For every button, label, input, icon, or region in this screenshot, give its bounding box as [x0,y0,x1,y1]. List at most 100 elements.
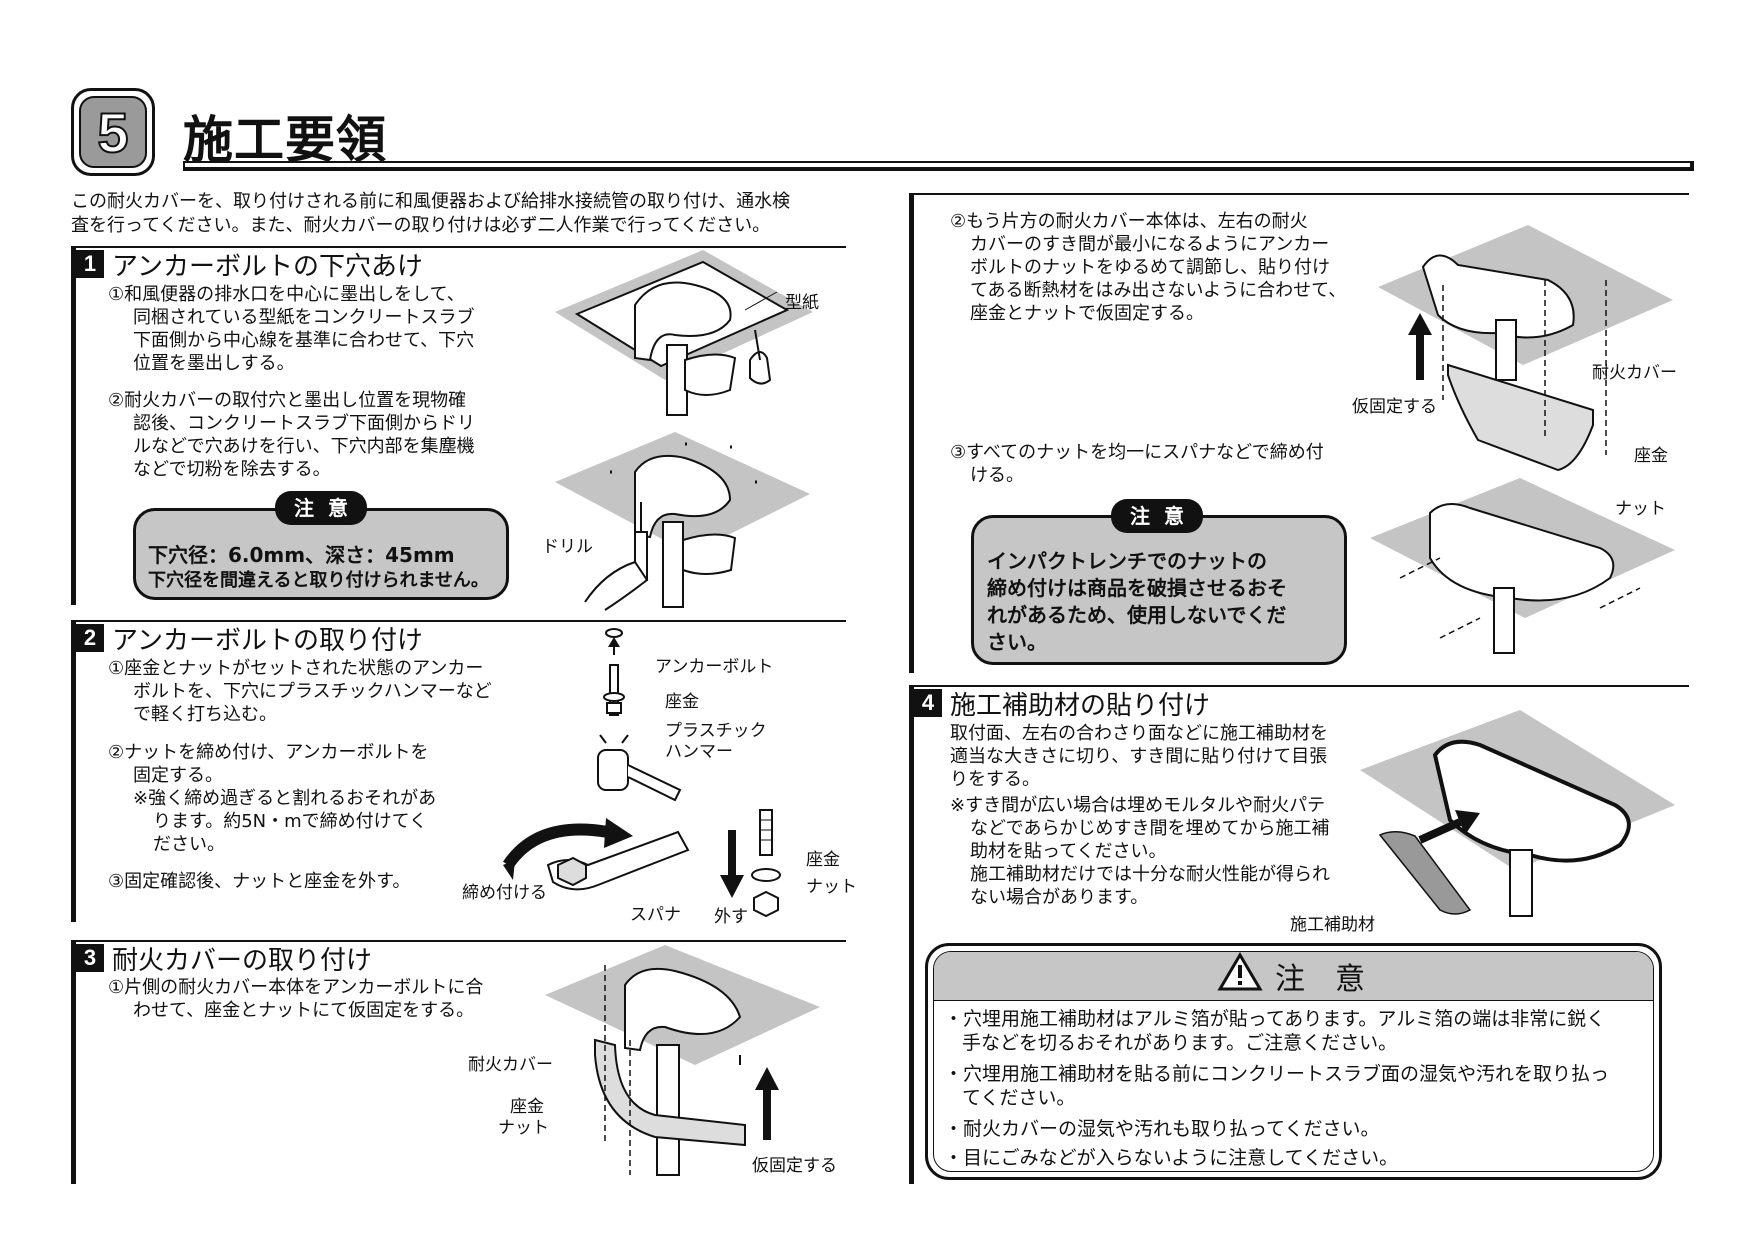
section-4-rule [909,685,1689,687]
section-4-number: 4 [914,689,942,717]
warn-3: ・耐火カバーの湿気や汚れも取り払ってください。 [944,1118,1380,1140]
label-drill: ドリル [542,537,593,557]
label-tighten: 締め付ける [462,883,547,903]
label-cover: 耐火カバー [468,1055,553,1075]
s1-step1-l2: 同梱されている型紙をコンクリートスラブ [133,307,475,328]
label-washer-3: 座金 [510,1097,544,1117]
right-top-rule [909,193,1689,195]
section-3-title: 耐火カバーの取り付け [112,945,373,976]
s1-step2-l1: ②耐火カバーの取付穴と墨出し位置を現物確 [108,390,467,411]
s2-step1-l2: ボルトを、下穴にプラスチックハンマーなど [133,681,492,702]
s3-caution-badge: 注意 [1111,499,1203,533]
s3-caution-line-3: れがあるため、使用しないでくだ [987,603,1287,627]
s4-aux-material-illustration [1360,710,1675,917]
section-4-sidebar [909,687,914,1184]
step-number: 5 [96,100,129,165]
section-1-title: アンカーボルトの下穴あけ [112,251,423,282]
s3-step1-l2: わせて、座金とナットにて仮固定をする。 [133,1000,475,1021]
label-cover-2: 耐火カバー [1592,363,1677,383]
title-rule [183,161,1694,171]
warning-title: 注 意 [1275,962,1365,997]
section-1-header: 1 アンカーボルトの下穴あけ [76,248,423,282]
s4-note-l1: ※すき間が広い場合は埋めモルタルや耐火パテ [950,795,1326,816]
s1-step1-l4: 位置を墨出しする。 [133,353,295,374]
label-washer-4: 座金 [1634,446,1668,466]
s4-body-l2: 適当な大きさに切り、すき間に貼り付けて目張 [950,746,1328,767]
s2-step1-l1: ①座金とナットがセットされた状態のアンカー [108,658,484,679]
label-hammer-1: プラスチック [665,721,767,741]
s2-step2-l1: ②ナットを締め付け、アンカーボルトを [108,742,429,763]
warn-1-l2: 手などを切るおそれがあります。ご注意ください。 [962,1032,1398,1054]
section-3-sidebar [71,942,76,1184]
s3-caution-line-2: 締め付けは商品を破損させるおそ [987,576,1287,600]
warning-box [925,943,1662,1180]
s2-anchor-hammer-illustration [597,628,682,802]
s1-step1-l1: ①和風便器の排水口を中心に墨出しをして、 [108,284,465,305]
s3-caution-line-4: さい。 [987,630,1047,654]
s3-step2-l5: 座金とナットで仮固定する。 [970,303,1204,324]
section-2-sidebar [71,622,76,922]
section-2-header: 2 アンカーボルトの取り付け [76,622,423,656]
s3-step2-l1: ②もう片方の耐火カバー本体は、左右の耐火 [950,211,1308,232]
warn-2-l2: てください。 [962,1087,1076,1109]
s3-step2-l2: カバーのすき間が最小になるようにアンカー [970,234,1330,255]
label-aux-material: 施工補助材 [1290,915,1375,935]
s1-step2-l4: などで切粉を除去する。 [133,459,331,480]
s3-step2-l3: ボルトのナットをゆるめて調節し、貼り付け [970,257,1330,278]
s1-step2-l3: ルなどで穴あけを行い、下穴内部を集塵機 [133,436,475,457]
section-1-sidebar [71,248,76,605]
s3-step2-l4: てある断熱材をはみ出さないように合わせて、 [970,280,1347,301]
section-2-rule [71,620,846,622]
s2-note-l1: ※強く締め過ぎると割れるおそれがあ [133,788,437,809]
s2-step2-l2: 固定する。 [133,765,223,786]
s1-drill-illustration [555,432,810,611]
section-2-number: 2 [76,624,104,652]
section-2-title: アンカーボルトの取り付け [112,625,423,656]
s1-step1-l3: 下面側から中心線を基準に合わせて、下穴 [133,330,475,351]
label-nut-4: ナット [1615,499,1666,519]
s2-step1-l3: で軽く打ち込む。 [133,704,277,725]
s2-spanner-illustration [503,818,690,891]
s3-tighten-all-illustration [1370,478,1675,654]
warn-4: ・目にごみなどが入らないように注意してください。 [944,1147,1399,1169]
label-hammer-2: ハンマー [665,742,733,762]
label-washer-2: 座金 [806,850,840,870]
s1-step2-l2: 認後、コンクリートスラブ下面側からドリ [133,413,475,434]
s4-body-l3: りをする。 [950,769,1040,790]
s2-remove-illustration [720,809,781,918]
section-3-header: 3 耐火カバーの取り付け [76,942,373,976]
warning-triangle-icon [1217,952,1263,991]
s3-cover-install-illustration [545,945,820,1176]
label-remove: 外す [714,907,748,927]
s4-note-l4: 施工補助材だけでは十分な耐火性能が得られ [970,864,1330,885]
step-badge: 5 [71,88,155,176]
intro-line-1: この耐火カバーを、取り付けされる前に和風便器および給排水接続管の取り付け、通水検 [71,191,791,212]
s3-step1-l1: ①片側の耐火カバー本体をアンカーボルトに合 [108,977,484,998]
section-4-title: 施工補助材の貼り付け [950,690,1211,721]
page-title: 施工要領 [183,111,387,169]
s3-caution-box [971,515,1347,665]
s3-caution-line-1: インパクトレンチでのナットの [987,549,1267,573]
s4-body-l1: 取付面、左右の合わさり面などに施工補助材を [950,723,1328,744]
label-nut-3: ナット [498,1118,549,1138]
section-1-rule [71,246,846,248]
label-spanner: スパナ [630,905,681,925]
label-anchor-bolt: アンカーボルト [655,657,774,677]
section-3-rule [71,940,846,942]
s1-caution-line-2: 下穴径を間違えると取り付けられません。 [148,570,489,591]
label-nut: ナット [806,877,857,897]
right-top-sidebar [909,195,914,673]
label-temp-fix: 仮固定する [752,1156,837,1176]
label-template: 型紙 [785,293,819,313]
label-temp-fix-2: 仮固定する [1352,397,1437,417]
s4-note-l3: 助材を貼ってください。 [970,841,1167,862]
label-washer: 座金 [665,692,699,712]
s2-note-l3: ださい。 [153,834,225,855]
s1-caution-badge: 注意 [275,491,367,525]
warn-1-l1: ・穴埋用施工補助材はアルミ箔が貼ってあります。アルミ箔の端は非常に鋭く [944,1008,1606,1030]
s2-step3: ③固定確認後、ナットと座金を外す。 [108,871,411,892]
s3-step3-l1: ③すべてのナットを均一にスパナなどで締め付 [950,442,1324,463]
s1-template-illustration [555,250,813,416]
warn-2-l1: ・穴埋用施工補助材を貼る前にコンクリートスラブ面の湿気や汚れを取り払っ [944,1063,1610,1085]
s1-caution-line-1: 下穴径：6.0mm、深さ：45mm [148,543,455,567]
